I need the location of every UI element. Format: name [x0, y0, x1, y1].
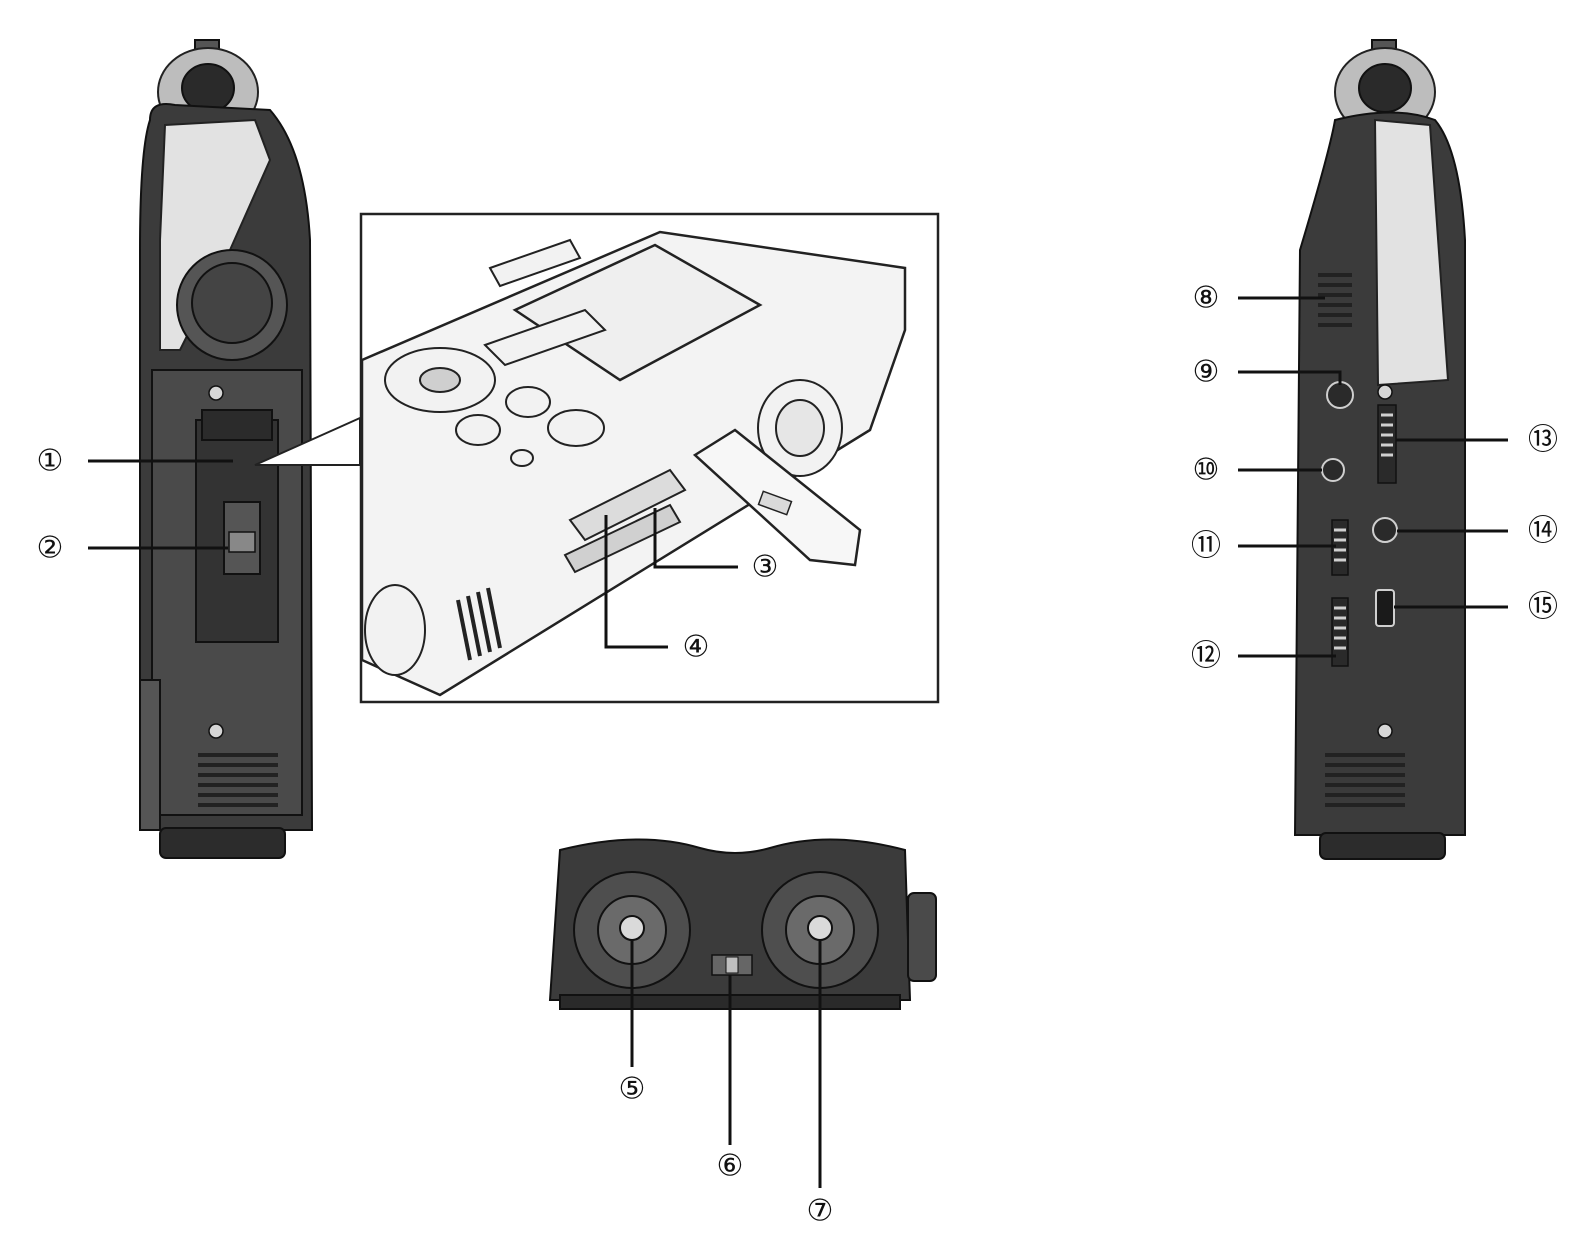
inset-slot-upper: [568, 468, 687, 542]
right-usb-port: [1375, 589, 1395, 627]
callout-2: ②: [37, 531, 64, 566]
callout-4: ④: [683, 630, 710, 665]
bottom-xlr-left-socket: [619, 915, 645, 941]
callout-11: ⑪: [1191, 529, 1221, 564]
leader-3: [653, 508, 738, 569]
callout-3: ③: [752, 550, 779, 585]
callouts: ① ② ③ ④ ⑤ ⑥ ⑦ ⑧ ⑨ ⑩ ⑪ ⑫ ⑬ ⑭ ⑮: [37, 281, 1558, 1229]
right-dial-lower-ribs: [1334, 606, 1346, 650]
left-base: [159, 827, 286, 859]
inset-cover-latch: [757, 490, 793, 516]
inset-mic-ring-inner: [775, 399, 825, 457]
inset-button-a: [505, 386, 551, 418]
right-base: [1319, 832, 1446, 860]
inset-button-b: [455, 414, 501, 446]
right-speaker-grille: [1325, 753, 1405, 807]
inset-grille: [456, 587, 502, 661]
right-switch-upper-ribs: [1381, 413, 1393, 457]
callout-10: ⑩: [1193, 453, 1220, 488]
left-knob-inner: [191, 262, 273, 344]
right-dial-upper-ribs: [1334, 528, 1346, 562]
left-lower-screw: [208, 723, 224, 739]
callout-12: ⑫: [1191, 639, 1221, 674]
right-jack-upper: [1326, 381, 1354, 409]
left-slide-switch-knob: [228, 531, 256, 553]
callout-15: ⑮: [1528, 590, 1558, 625]
inset-button-d: [510, 449, 534, 467]
callout-1: ①: [37, 444, 64, 479]
bottom-center-switch-knob: [725, 956, 739, 974]
right-lower-screw: [1377, 723, 1393, 739]
inset-button-c: [547, 409, 605, 447]
leader-9: [1238, 370, 1342, 385]
inset-hold-keys: [488, 238, 582, 288]
callout-13: ⑬: [1528, 423, 1558, 458]
left-side-view: [139, 39, 314, 859]
inset-screen: [512, 243, 763, 382]
callout-7: ⑦: [807, 1194, 834, 1229]
inset-slot-lower: [563, 503, 682, 574]
inset-function-keys: [483, 308, 607, 367]
callout-8: ⑧: [1193, 281, 1220, 316]
right-mic-capsule-hole: [1358, 63, 1412, 113]
right-top-grille: [1318, 273, 1352, 327]
bottom-view: [548, 838, 937, 1010]
right-side-view: [1293, 39, 1466, 860]
right-upper-screw: [1377, 384, 1393, 400]
leader-4: [604, 515, 668, 649]
right-mic-arm: [1373, 118, 1450, 387]
bottom-xlr-right-socket: [807, 915, 833, 941]
card-cover-tab: [201, 409, 273, 441]
callout-5: ⑤: [619, 1072, 646, 1107]
inset-dpad-center: [419, 367, 461, 393]
callout-6: ⑥: [717, 1149, 744, 1184]
right-jack-middle: [1321, 458, 1345, 482]
leader-lines: [88, 296, 1508, 1188]
bottom-side-knob: [907, 892, 937, 982]
callout-9: ⑨: [1193, 355, 1220, 390]
left-upper-screw: [208, 385, 224, 401]
left-lower-body: [139, 679, 161, 831]
left-speaker-grille: [198, 753, 278, 807]
card-slot-inset: [254, 212, 940, 704]
callout-14: ⑭: [1528, 514, 1558, 549]
right-jack-side: [1372, 517, 1398, 543]
inset-left-mic: [364, 584, 426, 676]
